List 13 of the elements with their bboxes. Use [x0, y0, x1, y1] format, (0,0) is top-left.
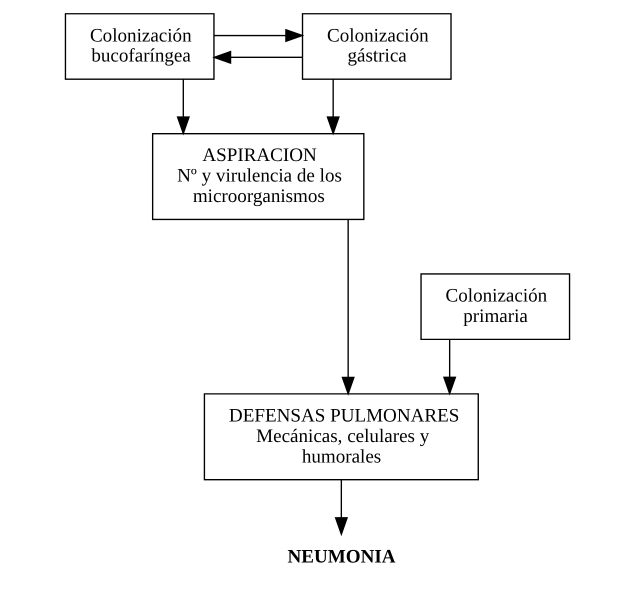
node-box: Colonización bucofaríngea: [64, 13, 214, 80]
arrow: [334, 480, 348, 536]
arrow: [212, 50, 302, 64]
arrow: [442, 340, 456, 396]
arrow: [214, 28, 304, 42]
arrow: [340, 220, 354, 396]
node-box: DEFENSAS PULMONARES Mecánicas, celulares y humorales: [203, 393, 478, 480]
node-box: Colonización primaria: [420, 273, 570, 340]
node-box: ASPIRACION Nº y virulencia de los microorganismos: [151, 132, 364, 220]
node-box: Colonización gástrica: [301, 13, 452, 80]
arrow: [326, 79, 340, 136]
arrow: [176, 79, 190, 136]
node-text: NEUMONIA: [287, 546, 396, 568]
